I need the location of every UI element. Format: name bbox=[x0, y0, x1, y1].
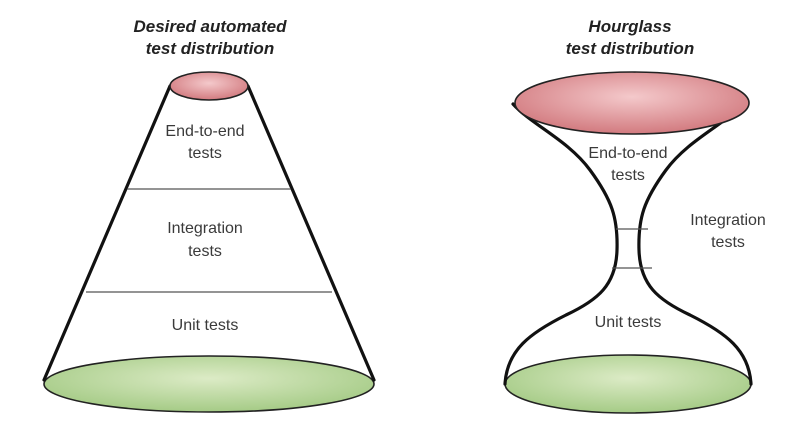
hourglass-layer-e2e-line1: End-to-end bbox=[588, 145, 667, 162]
hourglass-title-line1: Hourglass bbox=[588, 17, 671, 36]
pyramid-title-line2: test distribution bbox=[146, 39, 274, 58]
pyramid-outline bbox=[42, 84, 376, 382]
pyramid-layer-integration-line2: tests bbox=[188, 243, 222, 260]
hourglass-diagram: Hourglass test distribution End-to-end t… bbox=[503, 17, 766, 414]
pyramid-layer-e2e-line1: End-to-end bbox=[165, 123, 244, 140]
pyramid-layer-unit: Unit tests bbox=[172, 317, 239, 334]
pyramid-title-line1: Desired automated bbox=[133, 17, 287, 36]
hourglass-layer-integration-line1: Integration bbox=[690, 212, 766, 229]
pyramid-layer-e2e-line2: tests bbox=[188, 145, 222, 162]
hourglass-bottom-cap bbox=[504, 354, 752, 414]
hourglass-layer-e2e-line2: tests bbox=[611, 167, 645, 184]
pyramid-top-cap bbox=[169, 71, 249, 101]
pyramid-diagram: Desired automated test distribution End-… bbox=[42, 17, 376, 413]
pyramid-layer-integration-line1: Integration bbox=[167, 220, 243, 237]
hourglass-top-cap bbox=[514, 71, 750, 135]
hourglass-layer-unit: Unit tests bbox=[595, 314, 662, 331]
hourglass-outline bbox=[503, 102, 753, 386]
pyramid-bottom-cap bbox=[43, 355, 375, 413]
hourglass-layer-integration-line2: tests bbox=[711, 234, 745, 251]
hourglass-title-line2: test distribution bbox=[566, 39, 694, 58]
